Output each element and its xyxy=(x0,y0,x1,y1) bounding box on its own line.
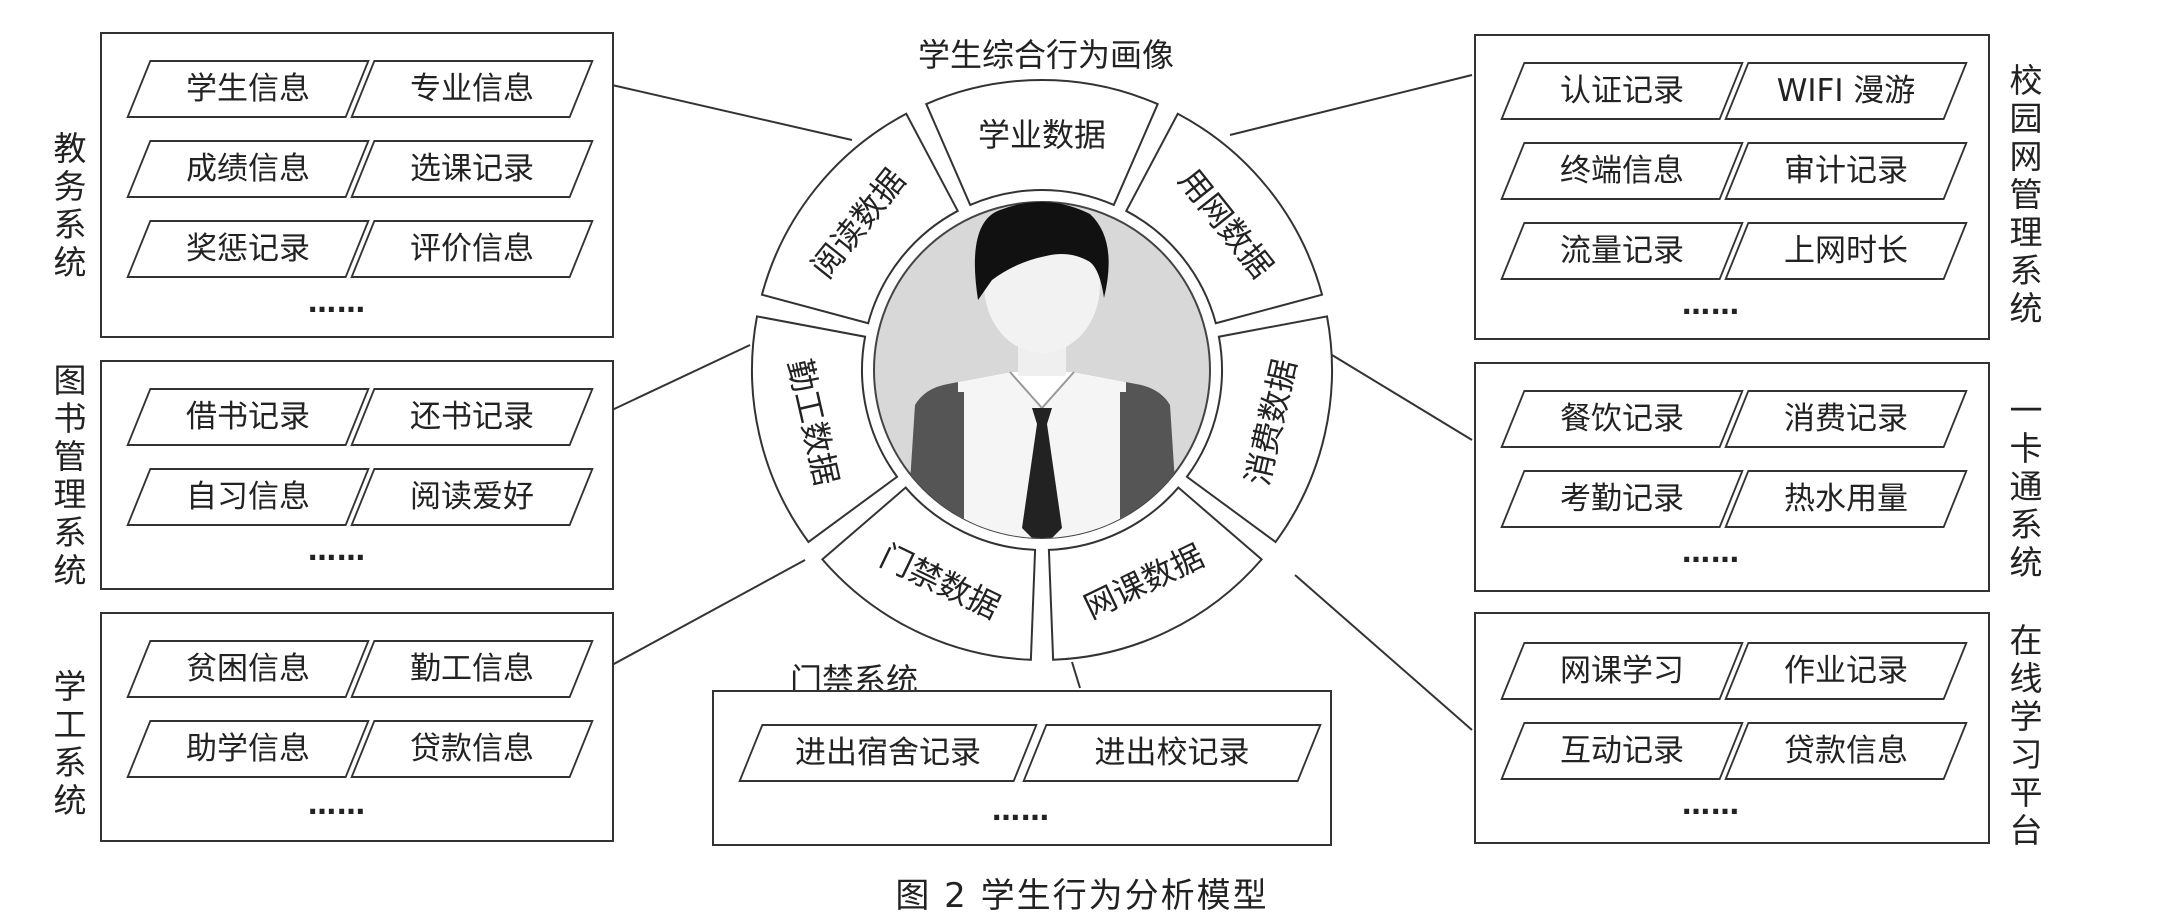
item-chip: 贷款信息 xyxy=(350,720,594,778)
system-label-xiaoyuanwang: 校园网管理系统 xyxy=(2009,61,2043,328)
system-box-tushu: 借书记录 还书记录 自习信息 阅读爱好 …… xyxy=(100,360,614,590)
item-chip: WIFI 漫游 xyxy=(1724,62,1968,120)
ring-segment xyxy=(1124,112,1324,325)
item-chip: 专业信息 xyxy=(350,60,594,118)
item-chip: 自习信息 xyxy=(126,468,370,526)
system-box-jiaowu: 学生信息 专业信息 成绩信息 选课记录 奖惩记录 评价信息 …… xyxy=(100,32,614,338)
item-chip: 成绩信息 xyxy=(126,140,370,198)
item-chip: 审计记录 xyxy=(1724,142,1968,200)
ring-segment xyxy=(1185,315,1333,544)
system-box-zaixian: 网课学习 作业记录 互动记录 贷款信息 …… xyxy=(1474,612,1990,844)
ring-segment xyxy=(924,79,1160,207)
item-chip: 进出校记录 xyxy=(1022,724,1322,782)
item-chip: 流量记录 xyxy=(1500,222,1744,280)
ring-segment xyxy=(751,315,899,544)
item-chip: 贫困信息 xyxy=(126,640,370,698)
system-box-yikatong: 餐饮记录 消费记录 考勤记录 热水用量 …… xyxy=(1474,362,1990,592)
model-title: 学生综合行为画像 xyxy=(918,36,1175,74)
student-avatar xyxy=(873,201,1211,539)
connector-lines xyxy=(611,74,1473,731)
figure-caption: 图 2 学生行为分析模型 xyxy=(895,876,1269,916)
system-box-menjin: 进出宿舍记录 进出校记录 …… xyxy=(712,690,1332,846)
avatar-tie xyxy=(1022,408,1062,538)
item-chip: 评价信息 xyxy=(350,220,594,278)
item-chip: 借书记录 xyxy=(126,388,370,446)
system-label-zaixian: 在线学习平台 xyxy=(2009,621,2043,850)
connector-tushu xyxy=(611,344,751,411)
ring-segment xyxy=(1047,486,1264,661)
more-ellipsis: …… xyxy=(1682,788,1740,821)
item-chip: 上网时长 xyxy=(1724,222,1968,280)
item-chip: 热水用量 xyxy=(1724,470,1968,528)
system-label-tushu: 图书管理系统 xyxy=(53,361,87,590)
item-chip: 终端信息 xyxy=(1500,142,1744,200)
item-chip: 作业记录 xyxy=(1724,642,1968,700)
item-chip: 认证记录 xyxy=(1500,62,1744,120)
system-box-xuegong: 贫困信息 勤工信息 助学信息 贷款信息 …… xyxy=(100,612,614,842)
connector-jiaowu xyxy=(611,84,853,141)
item-chip: 网课学习 xyxy=(1500,642,1744,700)
item-chip: 助学信息 xyxy=(126,720,370,778)
ring-segment xyxy=(820,486,1037,661)
item-chip: 考勤记录 xyxy=(1500,470,1744,528)
avatar-hair xyxy=(974,202,1109,300)
more-ellipsis: …… xyxy=(1682,288,1740,321)
item-chip: 选课记录 xyxy=(350,140,594,198)
connector-yikatong xyxy=(1331,354,1473,441)
system-label-yikatong: 一卡通系统 xyxy=(2009,391,2043,582)
more-ellipsis: …… xyxy=(308,286,366,319)
more-ellipsis: …… xyxy=(1682,536,1740,569)
more-ellipsis: …… xyxy=(308,788,366,821)
item-chip: 勤工信息 xyxy=(350,640,594,698)
item-chip: 奖惩记录 xyxy=(126,220,370,278)
more-ellipsis: …… xyxy=(308,534,366,567)
connector-menjin xyxy=(1071,661,1081,689)
item-chip: 阅读爱好 xyxy=(350,468,594,526)
connector-xiaoyuanwang xyxy=(1229,74,1473,136)
item-chip: 学生信息 xyxy=(126,60,370,118)
ring-segment xyxy=(760,112,960,325)
connector-xuegong xyxy=(611,559,806,666)
item-chip: 进出宿舍记录 xyxy=(738,724,1038,782)
item-chip: 餐饮记录 xyxy=(1500,390,1744,448)
item-chip: 互动记录 xyxy=(1500,722,1744,780)
system-label-jiaowu: 教务系统 xyxy=(53,129,87,282)
system-label-xuegong: 学工系统 xyxy=(53,667,87,820)
connector-zaixian xyxy=(1294,574,1473,731)
ring-segment-label: 学业数据 xyxy=(978,116,1106,154)
system-box-xiaoyuanwang: 认证记录 WIFI 漫游 终端信息 审计记录 流量记录 上网时长 …… xyxy=(1474,34,1990,340)
item-chip: 消费记录 xyxy=(1724,390,1968,448)
item-chip: 还书记录 xyxy=(350,388,594,446)
item-chip: 贷款信息 xyxy=(1724,722,1968,780)
more-ellipsis: …… xyxy=(992,794,1050,827)
